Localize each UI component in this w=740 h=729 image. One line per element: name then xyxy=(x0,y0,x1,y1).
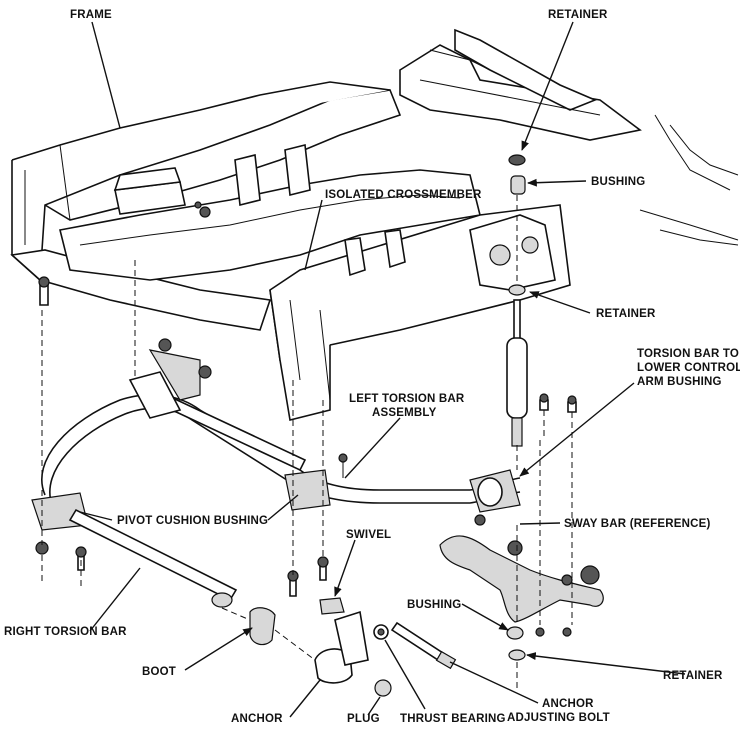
label-retainer-bottom: RETAINER xyxy=(663,670,723,682)
label-retainer-top: RETAINER xyxy=(548,9,608,21)
label-right-torsion-bar: RIGHT TORSION BAR xyxy=(4,626,127,638)
label-boot: BOOT xyxy=(142,666,176,678)
label-thrust-bearing: THRUST BEARING xyxy=(400,713,506,725)
anchor-assembly xyxy=(249,597,457,697)
label-swivel: SWIVEL xyxy=(346,529,391,541)
left-torsion-bar-end xyxy=(128,371,182,419)
label-isolated-crossmember: ISOLATED CROSSMEMBER xyxy=(325,189,482,201)
boot-part xyxy=(249,607,276,646)
labels: FRAME RETAINER BUSHING ISOLATED CROSSMEM… xyxy=(4,9,740,725)
label-pivot-cushion-bushing: PIVOT CUSHION BUSHING xyxy=(117,515,268,527)
retainer-top-part xyxy=(508,154,526,166)
label-anchor: ANCHOR xyxy=(231,713,283,725)
label-anchor-adjusting-1: ANCHOR xyxy=(542,698,594,710)
label-sway-bar: SWAY BAR (REFERENCE) xyxy=(564,518,711,530)
label-frame: FRAME xyxy=(70,9,112,21)
frame-structure xyxy=(10,28,739,421)
label-bushing-top: BUSHING xyxy=(591,176,645,188)
leader-lines xyxy=(79,21,686,718)
swivel-part xyxy=(319,597,345,615)
label-bushing-bottom: BUSHING xyxy=(407,599,461,611)
assembly-guide-lines xyxy=(41,260,573,690)
retainer-bottom-part xyxy=(508,649,526,661)
right-torsion-bar-part xyxy=(68,508,238,602)
label-retainer-mid: RETAINER xyxy=(596,308,656,320)
label-anchor-adjusting-2: ADJUSTING BOLT xyxy=(507,712,610,724)
shock-absorber-assembly xyxy=(506,154,528,447)
plug-part xyxy=(374,679,392,697)
sway-bar-link xyxy=(507,540,523,556)
label-torsion-to-lower-3: ARM BUSHING xyxy=(637,376,722,388)
label-left-torsion-1: LEFT TORSION BAR xyxy=(349,393,465,405)
retainer-mid-part xyxy=(508,284,526,296)
label-torsion-to-lower-1: TORSION BAR TO xyxy=(637,348,739,360)
bushing-top-part xyxy=(510,175,526,195)
anchor-adjusting-bolt-part xyxy=(390,621,445,662)
label-torsion-to-lower-2: LOWER CONTROL xyxy=(637,362,740,374)
sway-bar-and-torsion-bars xyxy=(31,276,577,608)
shock-absorber xyxy=(506,337,528,419)
pivot-cushion-bushing-center xyxy=(284,469,331,511)
ball-joint xyxy=(580,565,600,585)
label-left-torsion-2: ASSEMBLY xyxy=(372,407,437,419)
label-plug: PLUG xyxy=(347,713,380,725)
lower-control-arm xyxy=(439,535,604,661)
bushing-bottom-part xyxy=(506,626,524,640)
